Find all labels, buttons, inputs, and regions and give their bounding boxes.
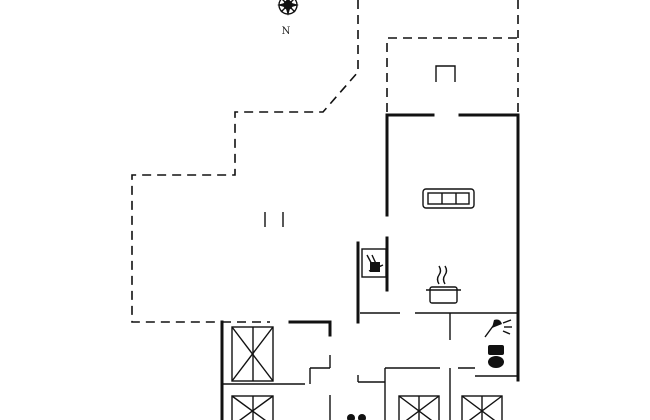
bed-icon — [231, 326, 274, 382]
bed-icon — [231, 395, 274, 420]
sofa-icon — [422, 188, 475, 209]
sink-icon — [347, 414, 366, 420]
bed-icon — [398, 395, 440, 420]
terrace-outline-left — [131, 0, 359, 323]
outdoor-grill-icon — [435, 65, 456, 82]
terrace-bench-icon — [264, 212, 284, 227]
compass-rose-icon — [277, 0, 299, 16]
bed-icon — [461, 395, 503, 420]
toilet-icon — [488, 345, 504, 368]
shower-icon — [484, 319, 512, 338]
walls — [220, 113, 520, 420]
compass-north-label: N — [282, 26, 291, 37]
terrace-outline-top-right — [386, 0, 519, 112]
cooking-pot-icon — [426, 265, 461, 304]
fireplace-icon — [361, 248, 387, 278]
